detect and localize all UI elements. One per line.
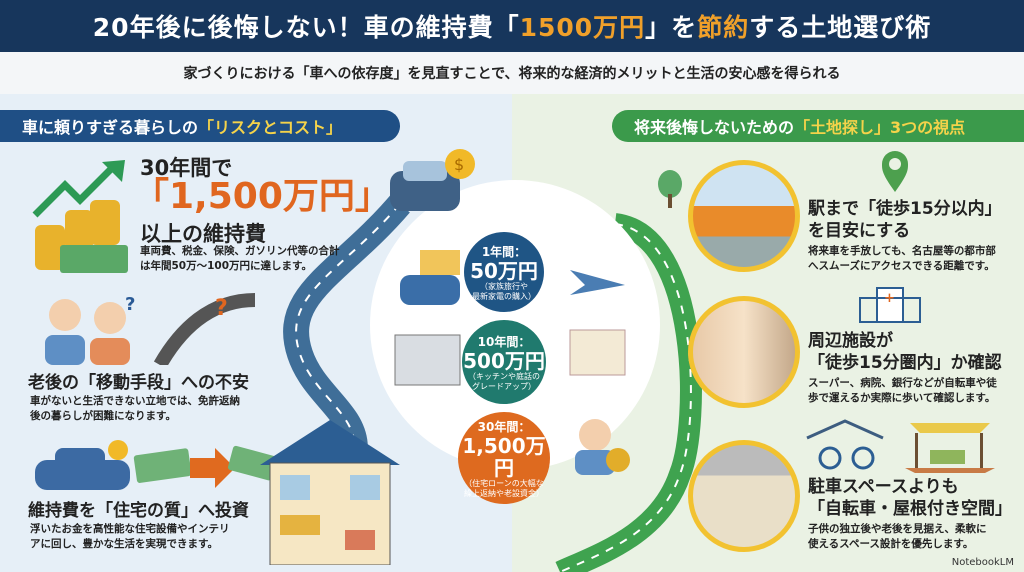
bubble-30-years: 30年間：1,500万円（住宅ローンの大幅な繰上返納や老設資金） <box>458 412 550 504</box>
desc-line: 後の暮らしが困難になります。 <box>30 410 176 422</box>
title-part: 20年後に後悔しない！車の維持費「 <box>92 13 520 42</box>
viewpoint-title: 「徒歩15分圏内」か確認 <box>808 353 1002 373</box>
left-header-text: 車に頼りすぎる暮らしの <box>22 118 199 137</box>
title-highlight: 1500万円 <box>519 13 646 42</box>
bubble-note: （家族旅行や <box>480 281 528 291</box>
right-header-highlight: 「土地探し」3つの視点 <box>794 118 966 137</box>
bubble-note: 最新家電の購入） <box>472 291 536 301</box>
right-section-header: 将来後悔しないための「土地探し」3つの視点 <box>612 110 1024 142</box>
viewpoint-title: 「自転車・屋根付き空間」 <box>808 499 1012 519</box>
savings-illustrations <box>394 250 630 475</box>
title-part: 」を <box>645 13 698 42</box>
bubble-note: （キッチンや庭話の <box>468 371 540 381</box>
subtitle: 家づくりにおける「車への依存度」を見直すことで、将来的な経済的メリットと生活の安… <box>0 52 1024 94</box>
bubble-period: 10年間： <box>477 334 531 349</box>
bubble-note: グレードアップ） <box>472 381 536 391</box>
shopping-street-photo <box>688 296 800 408</box>
left-section-header: 車に頼りすぎる暮らしの「リスクとコスト」 <box>0 110 400 142</box>
viewpoint-bicycle-space: 駐車スペースよりも 「自転車・屋根付き空間」 子供の独立後や老後を見据え、柔軟に… <box>808 476 1012 552</box>
svg-text:?: ? <box>215 296 228 321</box>
left-header-highlight: 「リスクとコスト」 <box>198 118 343 137</box>
viewpoint-title: 周辺施設が <box>808 331 893 351</box>
desc-line: 車両費、税金、保険、ガソリン代等の合計 <box>140 245 340 257</box>
invest-title: 維持費を「住宅の質」へ投資 <box>28 501 249 521</box>
money-growth-icon <box>32 160 128 273</box>
cost-amount: 「1,500万円」 <box>133 176 391 217</box>
cost-description: 車両費、税金、保険、ガソリン代等の合計は年間50万～100万円に達します。 <box>140 244 340 274</box>
train-station-photo <box>688 160 800 272</box>
viewpoint-station: 駅まで「徒歩15分以内」 を目安にする 将来車を手放しても、名古屋等の都市部へス… <box>808 198 1002 274</box>
car-to-house-money-icon <box>35 440 277 490</box>
bubble-period: 30年間： <box>477 419 531 434</box>
bubble-1-year: 1年間：50万円（家族旅行や最新家電の購入） <box>464 232 544 312</box>
svg-text:+: + <box>884 291 895 306</box>
desc-line: 浮いたお金を高性能な住宅設備やインテリ <box>30 523 230 535</box>
mobility-title: 老後の「移動手段」への不安 <box>28 373 249 393</box>
location-pin-icon <box>882 151 908 192</box>
viewpoint-facilities: 周辺施設が 「徒歩15分圏内」か確認 スーパー、病院、銀行などが自転車や徒歩で運… <box>808 330 1002 406</box>
bubble-10-years: 10年間：500万円（キッチンや庭話のグレードアップ） <box>462 320 546 404</box>
bubble-note: 繰上返納や老設資金） <box>464 488 544 498</box>
viewpoint-title: 駐車スペースよりも <box>808 477 959 497</box>
elderly-couple-road-icon: ? ? <box>45 293 256 365</box>
bubble-amount: 500万円 <box>463 348 545 373</box>
desc-line: 使えるスペース設計を優先します。 <box>808 538 974 550</box>
right-header-text: 将来後悔しないための <box>634 118 795 137</box>
desc-line: は年間50万～100万円に達します。 <box>140 260 312 272</box>
hospital-icon: + <box>859 287 921 323</box>
desc-line: アに回し、豊かな生活を実現できます。 <box>30 538 218 550</box>
page-title: 20年後に後悔しない！車の維持費「1500万円」を節約する土地選び術 <box>0 0 1024 52</box>
viewpoint-title: 駅まで「徒歩15分以内」 <box>808 199 1002 219</box>
svg-text:$: $ <box>454 155 464 174</box>
desc-line: 将来車を手放しても、名古屋等の都市部 <box>808 245 996 257</box>
house-icon <box>260 420 400 565</box>
desc-line: へスムーズにアクセスできる距離です。 <box>808 260 995 272</box>
bubble-amount: 1,500万円 <box>462 433 546 480</box>
bicycle-garage-and-patio-icon <box>806 419 995 473</box>
notebooklm-logo: NotebookLM <box>951 557 1014 568</box>
cost-line3: 以上の維持費 <box>140 222 266 246</box>
desc-line: 車がないと生活できない立地では、免許返納 <box>30 395 240 407</box>
desc-line: スーパー、病院、銀行などが自転車や徒 <box>808 377 997 389</box>
invest-description: 浮いたお金を高性能な住宅設備やインテリアに回し、豊かな生活を実現できます。 <box>30 522 230 552</box>
bubble-note: （住宅ローンの大幅な <box>464 478 544 488</box>
bicycle-garage-photo <box>688 440 800 552</box>
svg-text:?: ? <box>125 294 135 315</box>
viewpoint-title: を目安にする <box>808 221 911 241</box>
bubble-period: 1年間： <box>481 244 527 259</box>
car-dollar-icon: $ <box>390 149 475 211</box>
title-part: する土地選び術 <box>749 13 932 42</box>
cost-line1: 30年間で <box>140 156 233 180</box>
tree-icon <box>658 170 682 208</box>
bubble-amount: 50万円 <box>470 258 538 283</box>
desc-line: 子供の独立後や老後を見据え、柔軟に <box>808 523 987 535</box>
mobility-description: 車がないと生活できない立地では、免許返納後の暮らしが困難になります。 <box>30 394 240 424</box>
title-highlight: 節約 <box>697 13 750 42</box>
desc-line: 歩で運えるか実際に歩いて確認します。 <box>808 392 996 404</box>
